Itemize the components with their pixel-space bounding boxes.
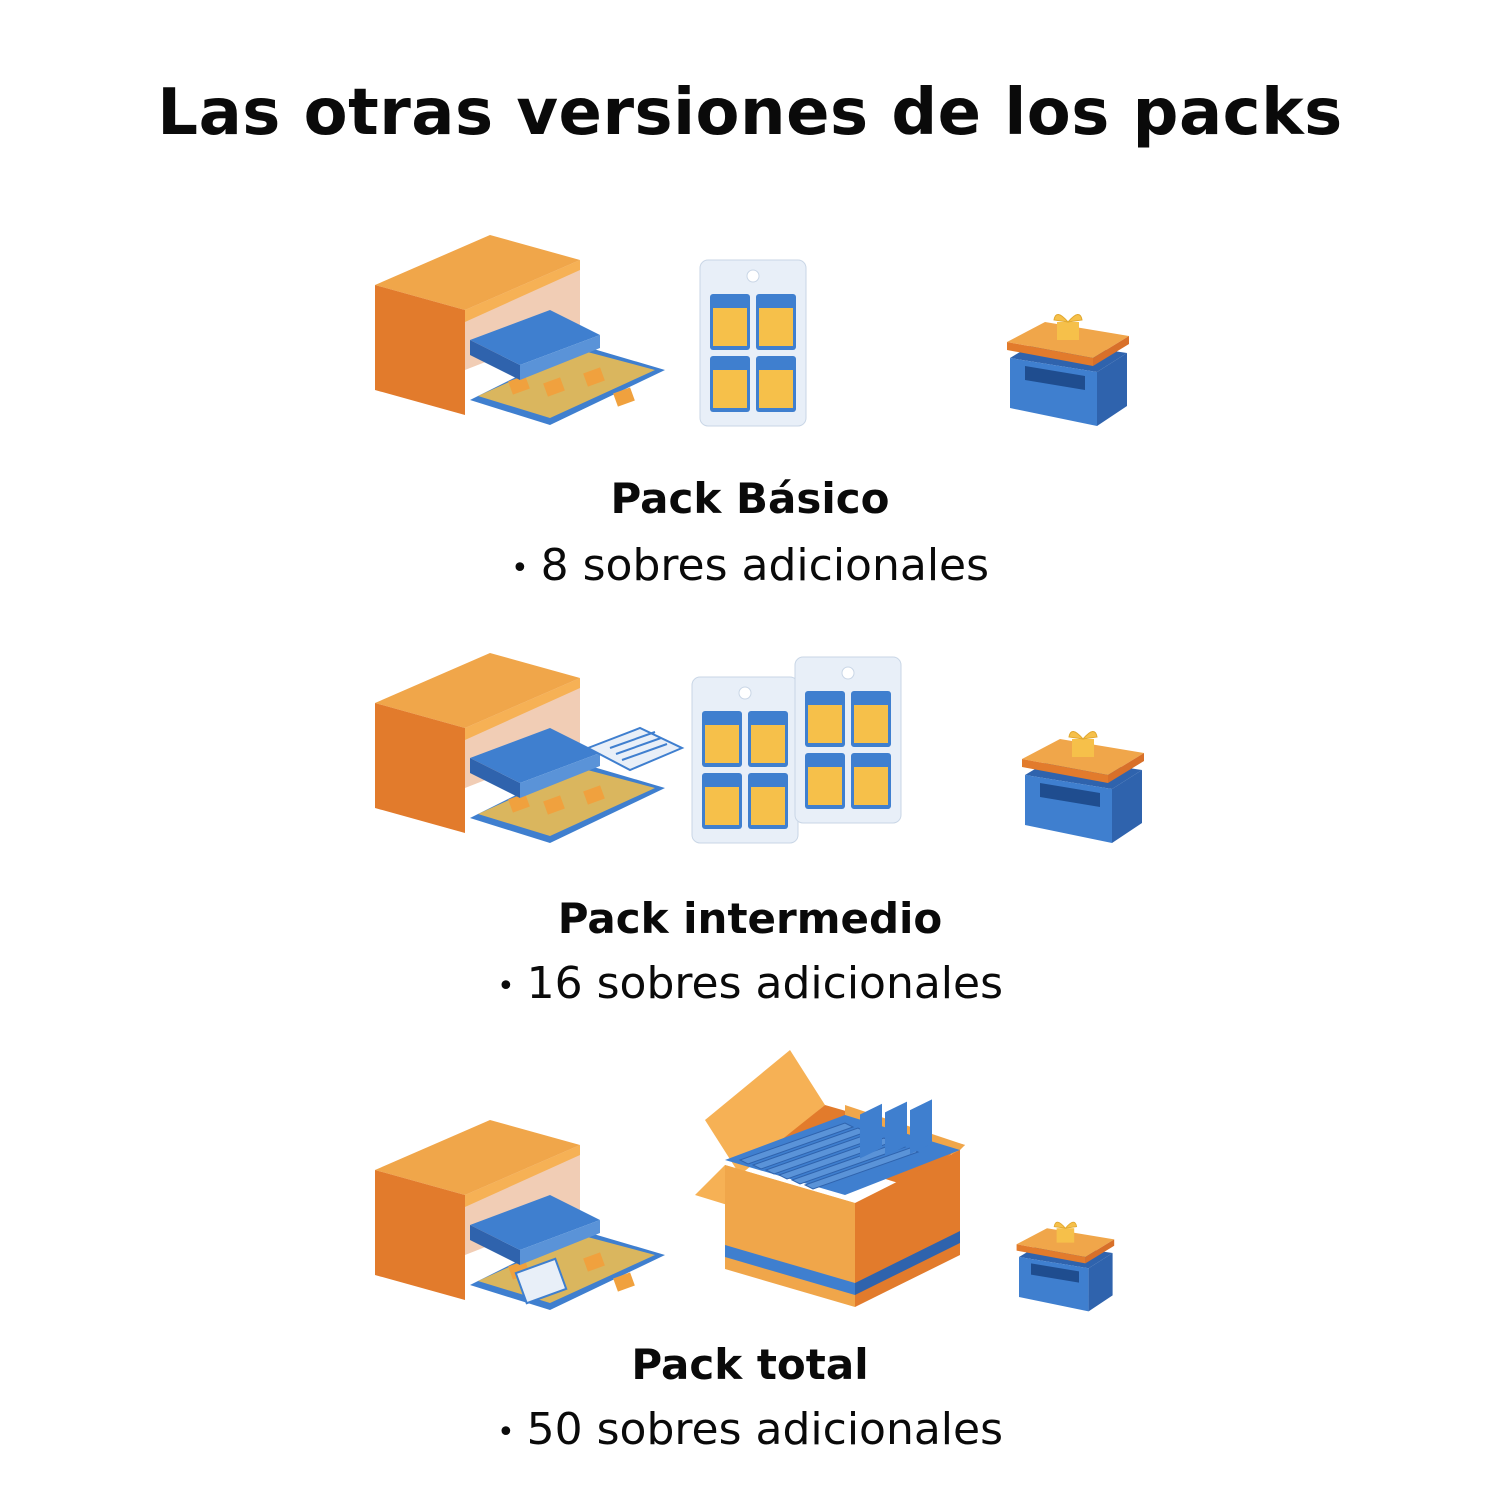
album-box-icon: [375, 1120, 665, 1310]
bullet: •: [510, 550, 529, 586]
blister-4-sobres-icon: [794, 656, 902, 824]
bullet: •: [496, 1414, 515, 1450]
page-title: Las otras versiones de los packs: [157, 76, 1343, 150]
album-box-icon: [375, 653, 685, 843]
bullet: •: [496, 968, 515, 1004]
pack-name: Pack Básico: [610, 474, 890, 523]
blister-4-sobres-icon: [691, 676, 799, 844]
pack-description-text: 16 sobres adicionales: [526, 958, 1004, 1009]
gift-box-icon: [1016, 1221, 1115, 1312]
open-carton-box-icon: [695, 1050, 965, 1307]
pack-name: Pack total: [631, 1340, 869, 1389]
gift-box-icon: [1007, 314, 1129, 426]
pack-description-text: 50 sobres adicionales: [526, 1404, 1004, 1455]
pack-name: Pack intermedio: [557, 894, 943, 943]
pack-description: • 8 sobres adicionales: [0, 540, 1500, 591]
album-box-icon: [375, 235, 665, 425]
gift-box-icon: [1022, 731, 1144, 843]
pack-description: • 16 sobres adicionales: [0, 958, 1500, 1009]
pack-description-text: 8 sobres adicionales: [540, 540, 990, 591]
blister-4-sobres-icon: [699, 259, 807, 427]
pack-description: • 50 sobres adicionales: [0, 1404, 1500, 1455]
